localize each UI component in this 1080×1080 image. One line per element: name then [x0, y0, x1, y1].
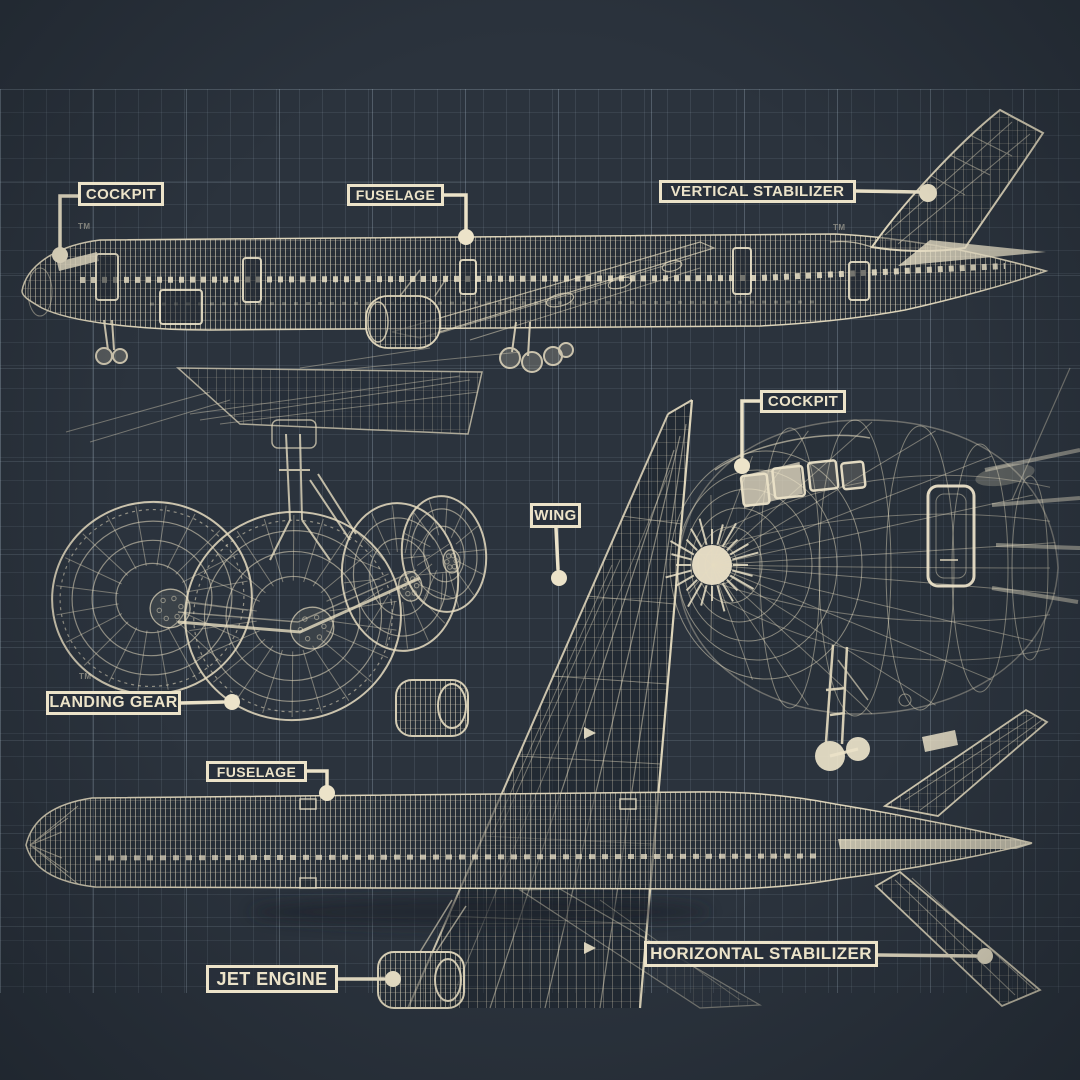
- leader-fuselage-side: [441, 193, 474, 245]
- anchor-dot: [919, 184, 937, 202]
- anchor-dot: [734, 458, 750, 474]
- leader-wing: [551, 526, 567, 586]
- top-view-drawing: [25, 708, 1049, 1009]
- label-fuselage-plan: FUSELAGE: [206, 761, 307, 782]
- label-landing-gear: LANDING GEAR: [46, 691, 181, 715]
- anchor-dot: [319, 785, 335, 801]
- leader-cockpit-front: [734, 399, 762, 474]
- gear-wheel: [184, 510, 402, 722]
- anchor-dot: [385, 971, 401, 987]
- gear-wheel: [400, 495, 488, 613]
- label-vertical-stabilizer: VERTICAL STABILIZER: [659, 180, 856, 203]
- anchor-dot: [224, 694, 240, 710]
- leader-fuselage-plan: [305, 769, 335, 801]
- anchor-dot: [458, 229, 474, 245]
- side-view-drawing: [21, 108, 1049, 373]
- anchor-dot: [52, 247, 68, 263]
- trademark-watermark: TM: [78, 222, 91, 231]
- anchor-dot: [977, 948, 993, 964]
- gear-wheel: [51, 500, 253, 696]
- label-cockpit-side: COCKPIT: [78, 182, 164, 206]
- leader-landing-gear: [179, 694, 240, 710]
- label-horizontal-stabilizer: HORIZONTAL STABILIZER: [644, 941, 878, 967]
- label-fuselage-side: FUSELAGE: [347, 184, 444, 206]
- trademark-watermark: TM: [79, 672, 92, 681]
- leader-cockpit-side: [52, 194, 81, 263]
- label-jet-engine: JET ENGINE: [206, 965, 338, 993]
- leader-lines: [52, 184, 993, 987]
- label-cockpit-front: COCKPIT: [760, 390, 846, 413]
- leader-horizontal-stabilizer: [876, 948, 993, 964]
- anchor-dot: [551, 570, 567, 586]
- landing-gear-drawing: [51, 347, 521, 737]
- trademark-watermark: TM: [833, 223, 846, 232]
- leader-jet-engine: [336, 971, 401, 987]
- nose-front-drawing: [665, 367, 1080, 771]
- label-wing: WING: [530, 503, 581, 528]
- leader-vertical-stabilizer: [854, 184, 937, 202]
